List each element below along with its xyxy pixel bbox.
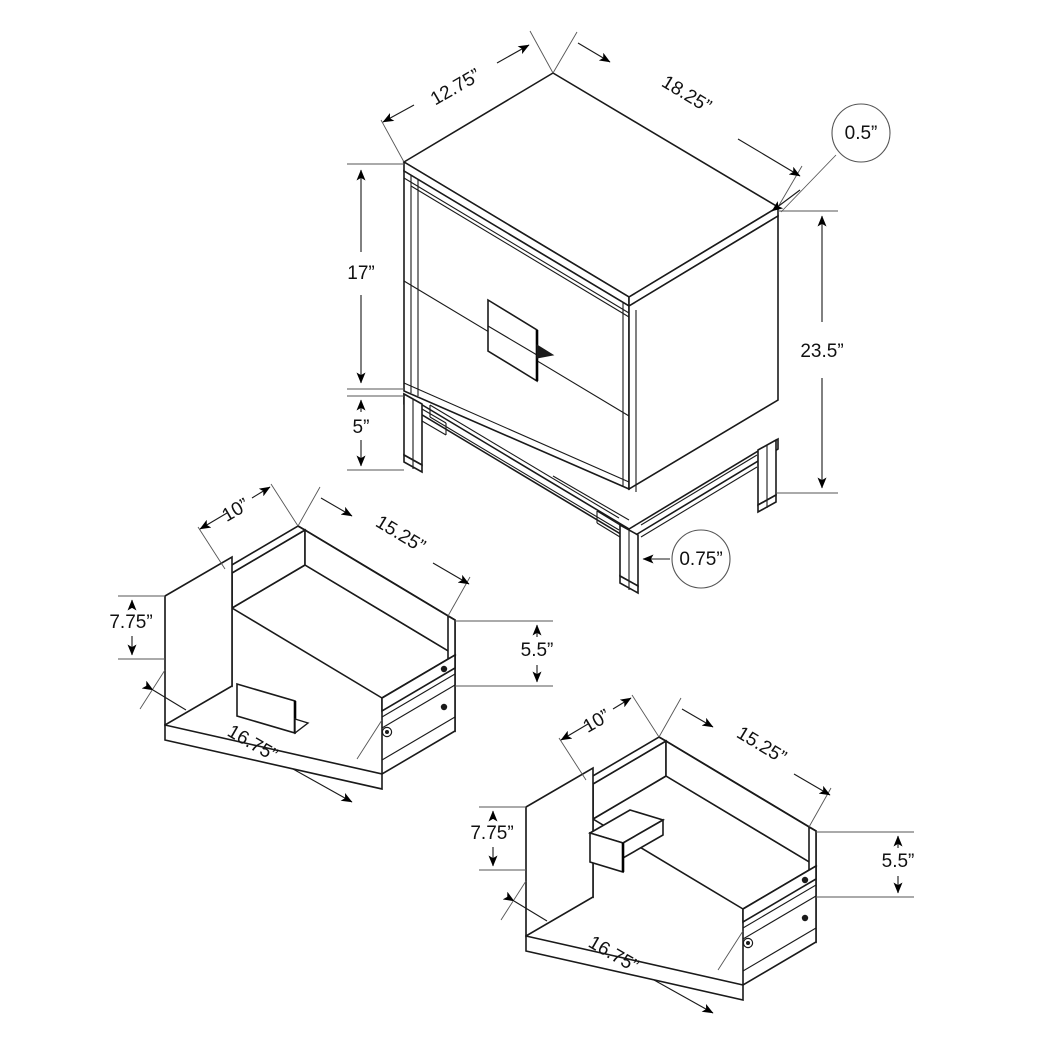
- drawer-u-screw-front: [381, 726, 393, 738]
- dim-label-drawer-u-box-height: 5.5”: [521, 640, 554, 661]
- drawer-u-slide-line-b: [381, 684, 456, 729]
- dim-cabinet-body-height: 17”: [347, 163, 404, 390]
- drawer-u-screw-bottom: [440, 703, 448, 711]
- dim-dl-10-ext-b: [631, 694, 660, 738]
- dim-drawer-u-front-height: 7.75”: [109, 595, 165, 660]
- dim-label-drawer-l-front-height: 7.75”: [470, 823, 513, 844]
- base-rear-rail-hint: [552, 475, 630, 521]
- cabinet-drawer-handle[interactable]: [487, 298, 555, 383]
- drawer-u-slide-line-a: [381, 673, 456, 718]
- drawer-u-screw-bottom-dot: [440, 703, 448, 711]
- dim-du-10-arrow-left: [199, 512, 228, 530]
- drawer-lower-assembly: [525, 736, 818, 1002]
- dim-label-top-thickness: 0.5”: [845, 123, 878, 144]
- dim-du-1525-arrow-left: [320, 497, 353, 517]
- drawer-l-screw-front: [742, 937, 754, 949]
- cabinet-side-face: [628, 214, 779, 491]
- dim-du-10-ext-b: [270, 483, 299, 527]
- dim-du-1675-arrow-left: [141, 680, 187, 711]
- dim-label-drawer-u-front-height: 7.75”: [109, 612, 152, 633]
- drawer-u-slide-upper: [381, 653, 456, 713]
- base-front-stretcher-upper: [429, 404, 620, 519]
- dim-du-1675-ext-b: [356, 719, 383, 760]
- callout-05-arrow: [771, 189, 801, 212]
- base-notch-d: [596, 510, 621, 526]
- base-notch-a: [421, 408, 447, 424]
- drawer-l-slide-line-a: [742, 884, 817, 929]
- dim-du-10-arrow-right: [251, 486, 271, 499]
- drawer-l-screw-bottom-dot: [801, 914, 809, 922]
- dim-du-1525-arrow-right: [432, 562, 470, 585]
- cabinet-metal-base: [403, 392, 779, 595]
- dim-dl-10-arrow-right: [612, 697, 632, 710]
- drawer-l-screw-top: [801, 876, 809, 884]
- dim-depth-arrow-right: [496, 44, 530, 64]
- dim-dl-1675-arrow-left: [502, 891, 548, 922]
- drawer-l-screw-bottom: [801, 914, 809, 922]
- base-notch-e: [596, 522, 621, 538]
- dim-width-arrow-right: [737, 138, 801, 177]
- dim-dl-10-ext-a: [558, 737, 587, 781]
- dim-dl-1525-arrow-left: [681, 708, 714, 728]
- drawer-l-slide-upper: [742, 864, 817, 924]
- dim-cabinet-overall-height: 23.5”: [776, 210, 844, 494]
- dim-drawer-l-box-height: 5.5”: [816, 831, 915, 898]
- dim-width-ext-a: [552, 31, 578, 74]
- base-notch-b: [421, 420, 447, 436]
- dim-label-leg-thickness: 0.75”: [679, 549, 722, 570]
- dim-drawer-u-box-height: 5.5”: [455, 620, 554, 687]
- drawer-l-slide-line-b: [742, 895, 817, 940]
- dim-du-10-ext-a: [197, 526, 226, 570]
- dim-dl-10-arrow-left: [560, 723, 589, 741]
- drawer-u-screw-top-dot: [440, 665, 448, 673]
- cabinet-front-top-rail: [403, 177, 630, 314]
- dim-width-arrow-left: [577, 42, 611, 63]
- drawer-l-handle[interactable]: [587, 809, 666, 874]
- cabinet-assembly: [402, 72, 780, 595]
- drawer-upper-assembly: [164, 525, 457, 791]
- dim-du-1675-arrow-right: [292, 768, 353, 803]
- drawer-u-screw-top: [440, 665, 448, 673]
- base-front-stretcher-lower: [429, 416, 620, 531]
- dim-label-cabinet-overall-height: 23.5”: [800, 341, 843, 362]
- dim-label-drawer-l-box-height: 5.5”: [882, 851, 915, 872]
- base-side-stretcher-upper: [640, 454, 758, 526]
- cabinet-drawer-bottom-edge: [403, 382, 630, 483]
- dim-drawer-l-front-height: 7.75”: [470, 806, 526, 871]
- dim-dl-1525-ext-a: [658, 697, 682, 738]
- dim-dl-1525-arrow-right: [793, 773, 831, 796]
- dim-depth-ext-b: [529, 30, 554, 74]
- drawer-u-screw-front-dot: [385, 730, 389, 734]
- dim-cabinet-leg-height: 5”: [347, 395, 404, 471]
- dim-dl-1675-ext-b: [717, 930, 744, 971]
- dim-du-1525-ext-a: [297, 486, 321, 527]
- callout-top-thickness: 0.5”: [771, 103, 891, 213]
- dim-label-cabinet-body-height: 17”: [347, 263, 374, 284]
- drawer-u-handle-return: [294, 718, 310, 735]
- dim-depth-arrow-left: [382, 104, 415, 123]
- dim-label-cabinet-leg-height: 5”: [353, 417, 370, 438]
- callout-05-bubble: [831, 103, 891, 163]
- cabinet-handle-return: [536, 344, 555, 359]
- callout-075-bubble: [671, 529, 731, 589]
- drawer-u-slide-line-c: [381, 716, 456, 761]
- drawer-l-screw-top-dot: [801, 876, 809, 884]
- drawer-l-screw-front-dot: [746, 941, 750, 945]
- dim-dl-1675-arrow-right: [653, 979, 714, 1014]
- cabinet-handle-seam: [487, 325, 538, 356]
- dim-depth-ext-a: [380, 119, 405, 163]
- callout-05-leader: [780, 154, 837, 213]
- base-side-stretcher-lower: [640, 466, 758, 538]
- cabinet-front-top-rail-inner: [410, 185, 630, 318]
- drawer-u-handle[interactable]: [236, 682, 310, 735]
- drawer-l-front-bottom-band: [525, 934, 744, 1002]
- callout-leg-thickness: 0.75”: [642, 529, 731, 589]
- drawer-u-front-bottom-band: [164, 723, 383, 791]
- drawer-l-slide-line-c: [742, 927, 817, 972]
